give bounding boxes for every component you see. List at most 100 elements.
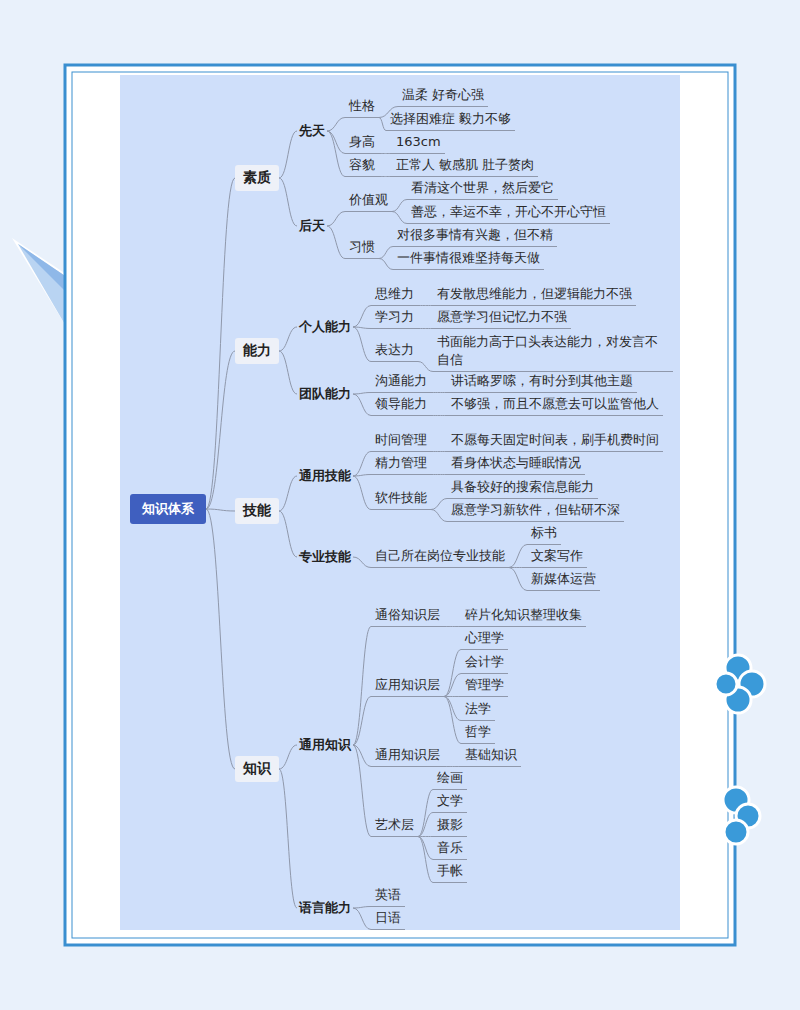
branch-line <box>431 392 447 393</box>
branch-line <box>379 176 392 177</box>
topic-text: 摄影 <box>437 816 463 834</box>
topic-text: 通用知识 <box>299 736 351 754</box>
topic-text: 艺术层 <box>375 816 414 834</box>
branch-line <box>353 627 371 746</box>
topic-text: 软件技能 <box>375 489 427 507</box>
topic-text: 通用知识层 <box>375 746 440 764</box>
topic-text: 沟通能力 <box>375 372 427 390</box>
branch-line <box>279 351 297 394</box>
topic-text: 性格 <box>349 97 375 115</box>
leaf-topic: 一件事情很难坚持每天做 <box>393 248 544 270</box>
branch-line <box>444 650 461 697</box>
branch-line <box>418 837 433 883</box>
topic-text: 团队能力 <box>299 385 351 403</box>
branch-line <box>353 745 371 837</box>
leaf-topic: 文案写作 <box>527 546 587 568</box>
subtopic: 先天 <box>297 120 327 142</box>
topic-text: 手帐 <box>437 862 463 880</box>
topic-text: 个人能力 <box>299 318 351 336</box>
subtopic: 专业技能 <box>297 546 353 568</box>
leaf-topic: 软件技能 <box>371 488 431 510</box>
leaf-topic: 新媒体运营 <box>527 569 600 591</box>
topic-text: 知识 <box>243 760 271 778</box>
topic-text: 心理学 <box>465 629 504 647</box>
leaf-topic: 绘画 <box>433 768 467 790</box>
topic-text: 习惯 <box>349 238 375 256</box>
topic-text: 温柔 好奇心强 <box>402 86 484 104</box>
leaf-topic: 选择困难症 毅力不够 <box>386 109 515 131</box>
flower-decoration <box>723 787 760 844</box>
topic-text: 书面能力高于口头表达能力，对发言不自信 <box>437 333 669 369</box>
leaf-topic: 摄影 <box>433 815 467 837</box>
topic-text: 善恶，幸运不幸，开心不开心守恒 <box>411 203 606 221</box>
topic-text: 对很多事情有兴趣，但不精 <box>397 226 553 244</box>
content-panel <box>120 75 680 930</box>
inner-frame <box>72 72 728 938</box>
topic-text: 文案写作 <box>531 547 583 565</box>
branch-line <box>353 394 371 416</box>
leaf-topic: 愿意学习但记忆力不强 <box>433 307 571 329</box>
branch-line <box>444 626 461 627</box>
topic-text: 看身体状态与睡眠情况 <box>451 454 581 472</box>
leaf-topic: 沟通能力 <box>371 371 431 393</box>
topic-text: 绘画 <box>437 769 463 787</box>
leaf-topic: 应用知识层 <box>371 675 444 697</box>
main-topic: 知识 <box>235 756 279 782</box>
branch-line <box>431 499 447 510</box>
topic-text: 通用技能 <box>299 467 351 485</box>
topic-text: 讲话略罗嗦，有时分到其他主题 <box>451 372 633 390</box>
topic-text: 时间管理 <box>375 431 427 449</box>
branch-line <box>327 131 345 154</box>
branch-line <box>279 511 297 557</box>
topic-text: 163cm <box>396 133 441 151</box>
branch-line <box>353 476 371 510</box>
topic-text: 自己所在岗位专业技能 <box>375 547 505 565</box>
topic-text: 具备较好的搜索信息能力 <box>451 478 594 496</box>
topic-text: 一件事情很难坚持每天做 <box>397 249 540 267</box>
outer-frame <box>65 65 735 945</box>
leaf-topic: 艺术层 <box>371 815 418 837</box>
topic-text: 通俗知识层 <box>375 606 440 624</box>
branch-line <box>279 327 297 351</box>
branch-line <box>353 452 371 477</box>
branch-line <box>279 131 297 178</box>
leaf-topic: 性格 <box>345 96 379 118</box>
leaf-topic: 不够强，而且不愿意去可以监管他人 <box>447 394 663 416</box>
leaf-topic: 具备较好的搜索信息能力 <box>447 477 598 499</box>
leaf-topic: 对很多事情有兴趣，但不精 <box>393 225 557 247</box>
branch-line <box>509 545 527 568</box>
branch-line <box>418 362 433 372</box>
topic-text: 不够强，而且不愿意去可以监管他人 <box>451 395 659 413</box>
topic-text: 后天 <box>299 217 325 235</box>
leaf-topic: 思维力 <box>371 284 418 306</box>
leaf-topic: 讲话略罗嗦，有时分到其他主题 <box>447 371 637 393</box>
branch-line <box>444 766 461 767</box>
topic-text: 专业技能 <box>299 548 351 566</box>
leaf-topic: 自己所在岗位专业技能 <box>371 546 509 568</box>
topic-text: 标书 <box>531 524 557 542</box>
branch-line <box>327 118 345 132</box>
branch-line <box>279 745 297 769</box>
topic-text: 先天 <box>299 122 325 140</box>
topic-text: 音乐 <box>437 839 463 857</box>
topic-text: 不愿每天固定时间表，刷手机费时间 <box>451 431 659 449</box>
branch-line <box>206 509 235 769</box>
topic-text: 英语 <box>375 886 401 904</box>
topic-text: 愿意学习但记忆力不强 <box>437 308 567 326</box>
branch-line <box>327 226 345 259</box>
topic-text: 会计学 <box>465 653 504 671</box>
leaf-topic: 学习力 <box>371 307 418 329</box>
leaf-topic: 不愿每天固定时间表，刷手机费时间 <box>447 430 663 452</box>
branch-line <box>379 247 393 259</box>
topic-text: 精力管理 <box>375 454 427 472</box>
branch-line <box>327 131 345 177</box>
topic-text: 应用知识层 <box>375 676 440 694</box>
branch-line <box>509 568 527 591</box>
leaf-topic: 音乐 <box>433 838 467 860</box>
leaf-topic: 书面能力高于口头表达能力，对发言不自信 <box>433 332 673 372</box>
branch-line <box>444 674 461 697</box>
subtopic: 通用知识 <box>297 734 353 756</box>
branch-line <box>418 790 433 837</box>
